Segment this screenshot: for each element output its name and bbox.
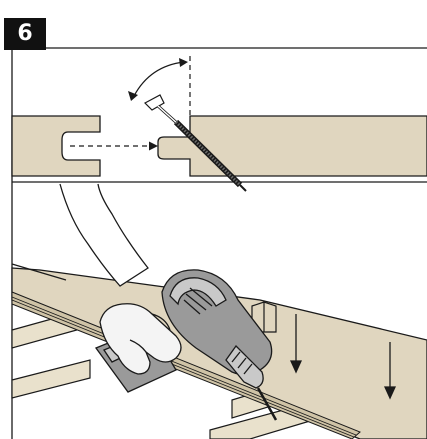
arrow-down-icon [289, 314, 303, 374]
left-board-section [11, 115, 101, 177]
rail-edge [11, 263, 67, 281]
arm [59, 183, 149, 287]
spacer-block [251, 301, 277, 333]
arrow-down-icon [383, 342, 397, 400]
right-board-section [157, 115, 427, 177]
panel-border [11, 47, 427, 439]
hand-icon [99, 303, 182, 375]
alignment-arrow [70, 141, 158, 151]
step-number-badge: 6 [4, 18, 46, 50]
screw-icon [144, 94, 247, 192]
angle-arc-icon [128, 58, 188, 101]
